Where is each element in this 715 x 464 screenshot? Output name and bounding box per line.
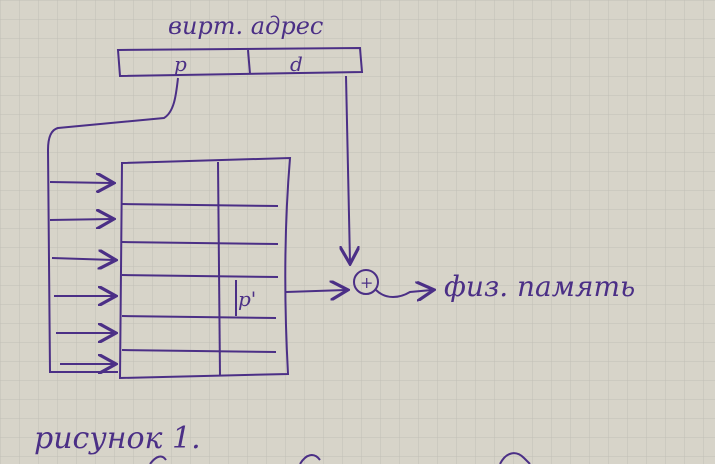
cropped-next-line [149,452,531,464]
frame-entry-label: p' [238,287,256,311]
index-arrow-1 [49,182,112,183]
page-index-line [46,77,179,373]
virtual-address-register [116,46,364,78]
physical-memory-label: физ. память [444,270,635,303]
offset-to-adder-arrow [346,75,350,262]
adder-to-memory-arrow [375,290,432,297]
figure-caption: рисунок 1. [34,421,201,456]
adder-circle [353,269,379,295]
page-field-label: p [174,52,187,76]
adder-sign: + [360,273,373,292]
page-table [118,156,292,380]
virtual-address-label: вирт. адрес [168,12,323,40]
index-arrow-3 [51,258,114,260]
frame-to-adder-arrow [285,290,346,292]
offset-field-label: d [290,52,303,76]
index-arrows [49,182,114,364]
index-arrow-2 [49,219,112,220]
